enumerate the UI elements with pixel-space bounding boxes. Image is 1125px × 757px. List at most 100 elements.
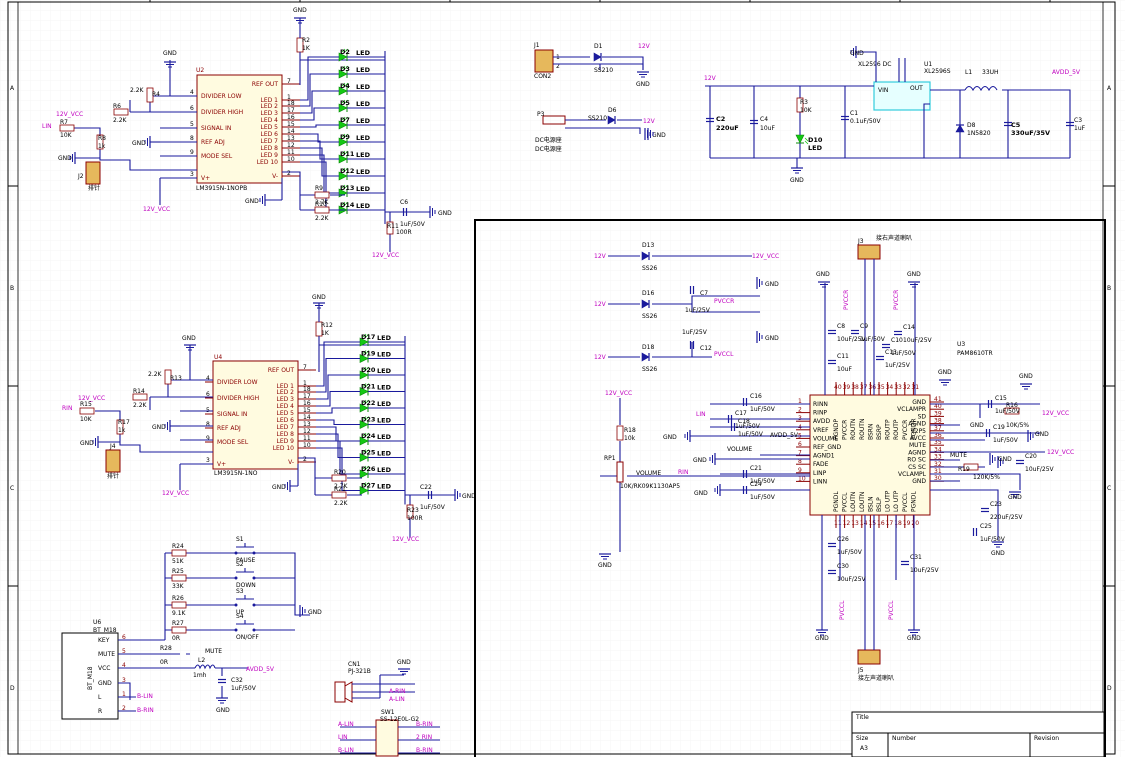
push-button-icon[interactable]	[232, 543, 258, 554]
amp-capacitor-value: 1uF/50V	[860, 336, 886, 343]
u3-pin-number: 11	[834, 520, 842, 527]
r9-ref: R9	[315, 185, 323, 192]
r14-ref: R14	[133, 388, 145, 395]
c5-value: 330uF/35V	[1011, 129, 1050, 137]
rp1-12v-net: 12V_VCC	[605, 390, 632, 397]
rp1-volume-label: VOLUME	[636, 470, 661, 477]
vu1-vcc-net-2: 12V_VCC	[372, 252, 399, 259]
connector-j1[interactable]	[534, 49, 554, 73]
d10-name: LED	[808, 144, 823, 152]
bt-module-u6[interactable]	[61, 632, 119, 720]
potentiometer-rp1[interactable]	[616, 461, 624, 483]
regulator-u1[interactable]	[873, 81, 931, 111]
vu2-led-ref: D17	[361, 333, 375, 341]
vu2-led-ref: D23	[361, 416, 375, 424]
u4-pin-label: REF ADJ	[217, 425, 241, 432]
u3-pin-number: 33	[894, 384, 902, 391]
speaker-connector-j3[interactable]	[857, 244, 881, 260]
bt-pin-label: VCC	[98, 665, 110, 672]
u3-pin-label: ROUTP	[885, 419, 892, 440]
speaker-connector-j5[interactable]	[857, 649, 881, 665]
header-j2[interactable]	[85, 161, 101, 185]
bt-resistor-value: 33K	[172, 583, 185, 590]
u2-pin-label: SIGNAL IN	[201, 125, 231, 132]
pvccr-net: PVCCR	[714, 298, 734, 305]
amp-capacitor-ref: C30	[837, 563, 849, 570]
gnd-label: GND	[152, 424, 166, 431]
r3-value: 10K	[800, 107, 813, 114]
vu1-led-name: LED	[356, 117, 371, 125]
u2-pin-label: DIVIDER LOW	[201, 93, 242, 100]
u4-pin-number: 3	[206, 457, 210, 464]
u4-pin-label: V-	[288, 459, 294, 466]
vu2-led-name: LED	[377, 450, 392, 458]
u3-pin-label: AVCC	[910, 435, 926, 442]
r17-ref: R17	[118, 419, 130, 426]
u3-pin-label: LINN	[813, 478, 827, 485]
gnd-label: GND	[790, 177, 804, 184]
pvccl-net: PVCCL	[714, 351, 734, 358]
resistor-r20	[331, 474, 347, 482]
u3-pin-number: 36	[934, 432, 942, 439]
amp-capacitor-ref: C21	[750, 465, 762, 472]
u3-pin-label: PVCCR	[902, 420, 909, 440]
r6-ref: R6	[113, 103, 121, 110]
u4-pin-number: 17	[303, 393, 311, 400]
u3-pin-number: 15	[868, 520, 876, 527]
resistor-r10	[314, 206, 330, 214]
u4-pin-label: LED 9	[277, 438, 295, 445]
d6-ref: D6	[608, 107, 617, 114]
row-label-b: B	[10, 285, 14, 292]
sw1-net-l0: A-LIN	[338, 721, 354, 728]
u2-pin-label: LED 4	[261, 117, 279, 124]
vu-driver-u4[interactable]	[212, 360, 299, 470]
j3-label: 接右声道喇叭	[876, 234, 912, 242]
d16-name: SS26	[642, 313, 657, 320]
number-label: Number	[892, 735, 917, 742]
push-button-icon[interactable]	[232, 595, 258, 606]
u2-pin-number: 15	[287, 121, 295, 128]
u3-pin-number: 32	[903, 384, 911, 391]
amplifier-u3[interactable]	[809, 394, 931, 516]
amp-capacitor-value: 1uF/50V	[891, 350, 917, 357]
sw1-net-l2: B-LIN	[338, 747, 354, 754]
r15-value: 10K	[80, 416, 93, 423]
gnd-label: GND	[850, 50, 864, 57]
resistor-r7	[59, 124, 75, 132]
u3-pin-label: BSLN	[867, 496, 874, 512]
amp-12v-net-3: 12V	[594, 354, 607, 361]
cn1-net-alin: A-LIN	[389, 696, 405, 703]
gnd-label: GND	[216, 707, 230, 714]
push-button-icon[interactable]	[232, 568, 258, 579]
c12-value: 1uF/25V	[682, 329, 708, 336]
u4-pin-label: V+	[217, 461, 226, 468]
header-j4[interactable]	[105, 449, 121, 473]
d13-ref: D13	[642, 242, 654, 249]
u4-pin-number: 8	[206, 421, 210, 428]
u2-name: LM3915N-1NOPB	[196, 185, 247, 192]
j4-name: 排针	[107, 472, 119, 480]
push-button-icon[interactable]	[232, 620, 258, 631]
switch-sw1[interactable]	[375, 719, 399, 757]
gnd-label: GND	[998, 456, 1012, 463]
amp-capacitor-value: 1uF/50V	[995, 408, 1021, 415]
u3-pin-label: BSRN	[867, 424, 874, 440]
u2-pin-label: V-	[272, 173, 278, 180]
r4-ref: R4	[152, 91, 160, 98]
u3-pin-label: VCLAMPR	[897, 406, 926, 413]
bt-resistor-value: 51K	[172, 558, 185, 565]
u2-pin-label: LED 2	[261, 103, 279, 110]
amp-capacitor-value: 1uF/50V	[750, 406, 776, 413]
bt-pin-number: 5	[122, 648, 126, 655]
u4-pin-label: DIVIDER LOW	[217, 379, 258, 386]
amp-capacitor-value: 10uF/25V	[837, 576, 867, 583]
c22-value: 1uF/50V	[420, 504, 446, 511]
u4-pin-number: 1	[303, 380, 307, 387]
u3-pin-label: BSRP	[876, 424, 883, 440]
vu-driver-u2[interactable]	[196, 74, 283, 184]
